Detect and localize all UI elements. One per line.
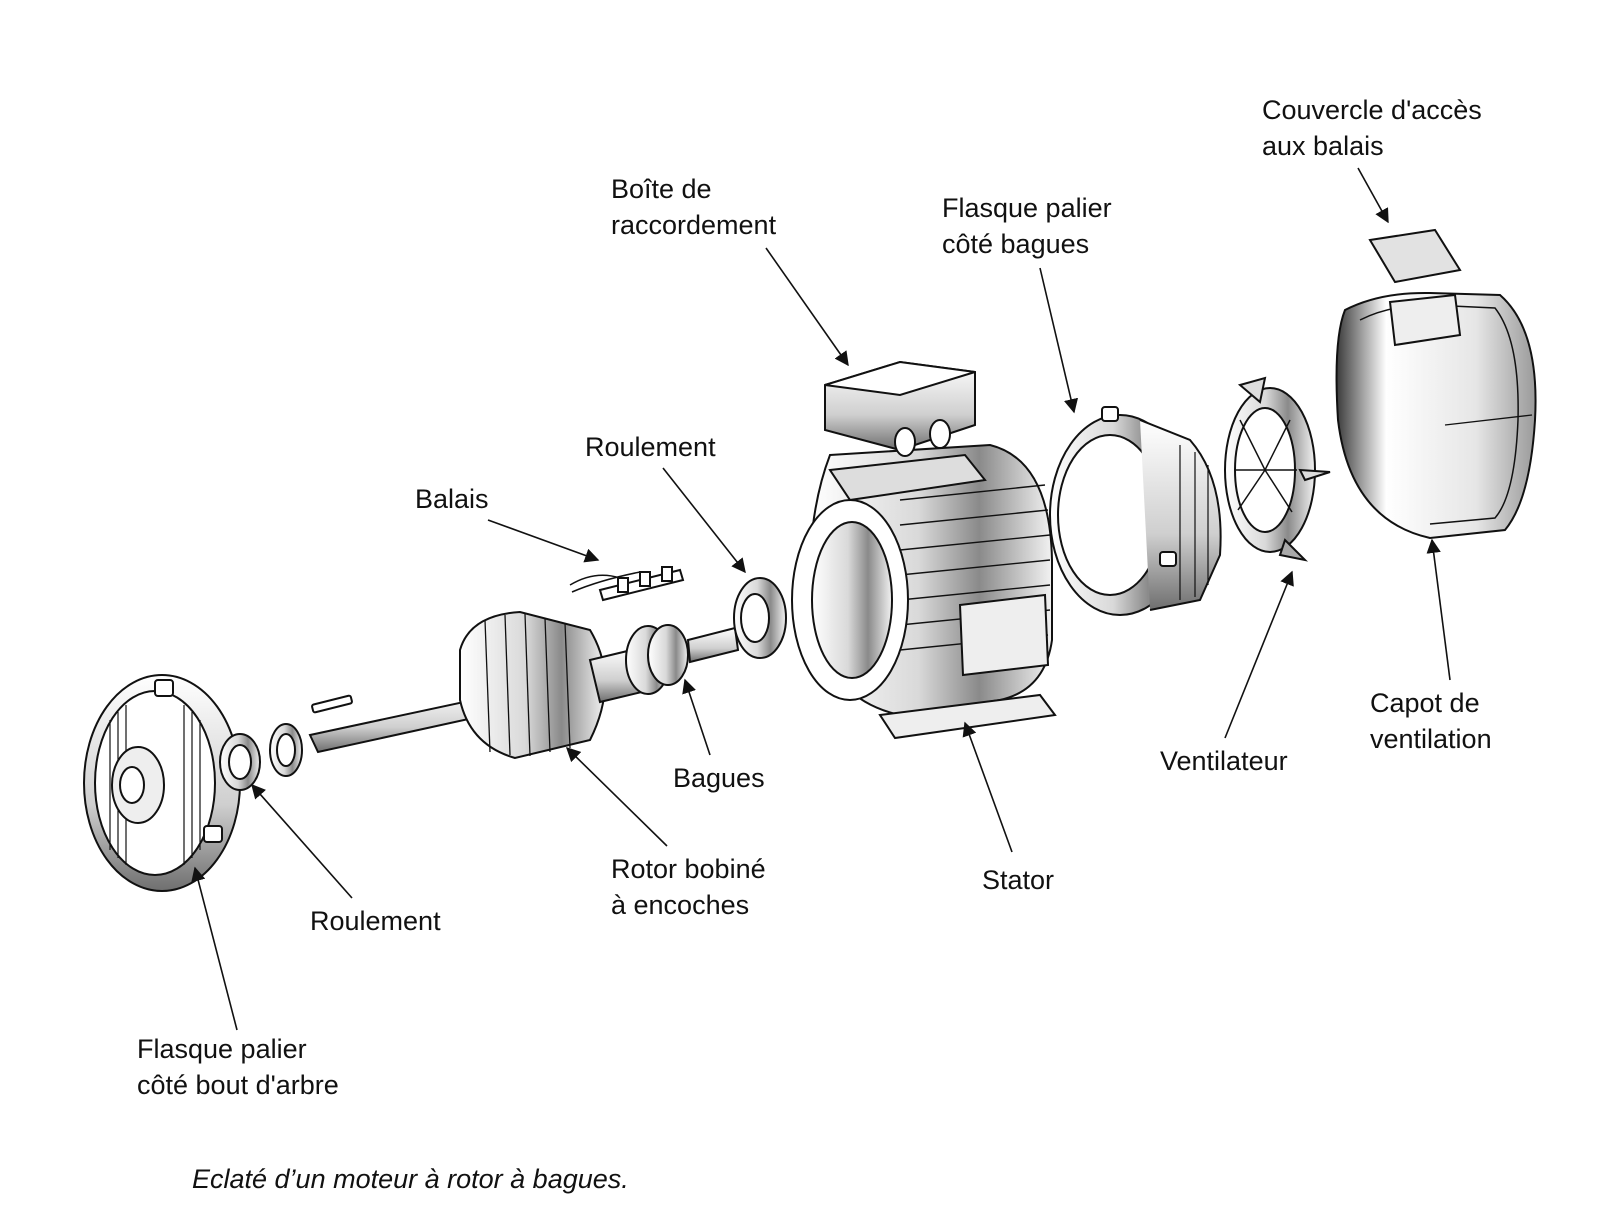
label-flasque-arbre-line2: côté bout d'arbre	[137, 1070, 339, 1100]
leader-couvercle	[1357, 167, 1389, 224]
label-roulement-bottom: Roulement	[310, 906, 441, 936]
leader-ventilateur	[1224, 570, 1294, 739]
leader-balais	[487, 519, 600, 563]
label-capot-line2: ventilation	[1370, 724, 1492, 754]
leader-roulement-bottom	[251, 783, 353, 899]
leader-flasque-arbre	[191, 866, 238, 1031]
label-boite-line2: raccordement	[611, 210, 777, 240]
fan-cover	[1335, 291, 1537, 540]
label-rotor-line2: à encoches	[611, 890, 750, 920]
label-flasque-bagues-line1: Flasque palier	[942, 193, 1112, 223]
bearing-left	[219, 723, 303, 791]
label-flasque-bagues: Flasque palier côté bagues	[942, 190, 1112, 262]
fan	[1224, 376, 1331, 562]
label-flasque-arbre-line1: Flasque palier	[137, 1034, 307, 1064]
label-flasque-arbre: Flasque palier côté bout d'arbre	[137, 1031, 339, 1103]
label-roulement-top: Roulement	[585, 432, 716, 462]
end-shield-ring-side	[1049, 406, 1222, 616]
leader-lines	[191, 167, 1451, 1031]
label-rotor-line1: Rotor bobiné	[611, 854, 766, 884]
label-capot-line1: Capot de	[1370, 688, 1480, 718]
terminal-box	[824, 360, 976, 457]
label-boite-line1: Boîte de	[611, 174, 712, 204]
label-bagues: Bagues	[673, 763, 765, 793]
label-couvercle-line2: aux balais	[1262, 131, 1384, 161]
bearing-right	[733, 577, 787, 659]
brushes	[569, 566, 685, 602]
figure-caption: Eclaté d’un moteur à rotor à bagues.	[192, 1164, 629, 1194]
end-shield-shaft-side	[83, 674, 241, 892]
leader-bagues	[682, 678, 711, 756]
label-ventilateur: Ventilateur	[1160, 746, 1288, 776]
label-couvercle: Couvercle d'accès aux balais	[1262, 92, 1482, 164]
label-capot: Capot de ventilation	[1370, 685, 1492, 757]
label-balais: Balais	[415, 484, 489, 514]
leader-stator	[962, 721, 1013, 853]
leader-capot	[1426, 538, 1451, 681]
label-couvercle-line1: Couvercle d'accès	[1262, 95, 1482, 125]
brush-access-cover	[1368, 228, 1462, 284]
label-stator: Stator	[982, 865, 1055, 895]
leader-rotor	[565, 746, 668, 847]
leader-boite	[765, 247, 849, 367]
wound-rotor	[308, 610, 740, 760]
label-rotor: Rotor bobiné à encoches	[611, 851, 766, 923]
label-flasque-bagues-line2: côté bagues	[942, 229, 1090, 259]
leader-roulement-top	[662, 467, 746, 574]
stator-body	[791, 443, 1057, 740]
leader-flasque-bagues	[1039, 267, 1079, 414]
label-boite: Boîte de raccordement	[611, 171, 776, 243]
